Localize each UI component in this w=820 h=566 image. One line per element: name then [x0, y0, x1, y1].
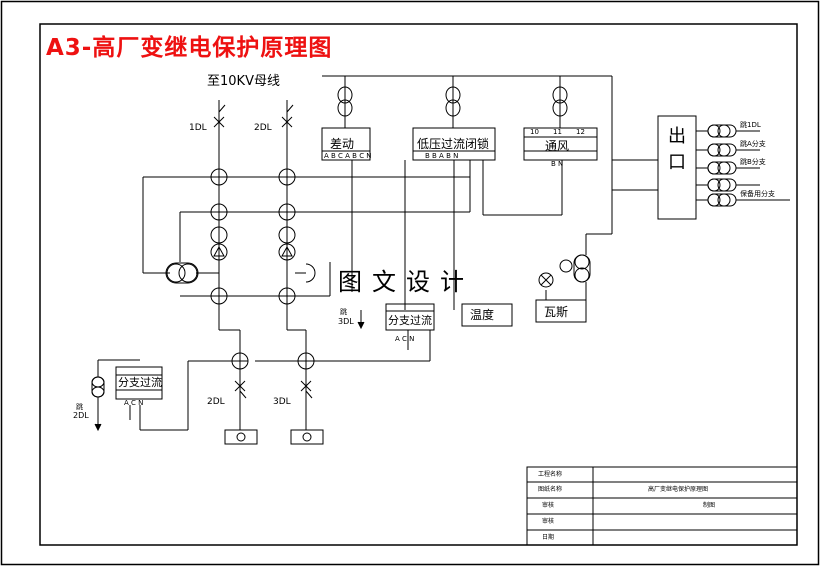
block-diff — [321, 127, 371, 161]
block-branch-left-label: 分支过流 — [118, 376, 162, 389]
gas-relay-symbol — [538, 254, 591, 288]
output-1: 跳1DL — [740, 121, 761, 129]
tb-label-2: 审核 — [542, 502, 555, 509]
ct-lowv — [445, 86, 461, 117]
left-jump-ct — [91, 376, 105, 432]
vent-term-11: 11 — [553, 128, 562, 136]
page-title: A3-高厂变继电保护原理图 — [46, 35, 333, 61]
vent-term-12: 12 — [576, 128, 585, 136]
partial-ct — [295, 263, 316, 283]
ct-diff — [337, 86, 353, 117]
breaker-label-3: 2DL — [207, 397, 225, 407]
block-temp-label: 温度 — [470, 308, 495, 322]
branch-ct-right — [290, 352, 324, 445]
branch-ct-left — [224, 352, 258, 445]
tb-value-2: 制图 — [703, 502, 716, 509]
block-lowv-label: 低压过流闭锁 — [417, 137, 490, 151]
branch-mid-terminals: A C N — [395, 335, 415, 343]
bus-lines — [97, 75, 658, 431]
tb-value-1: 高厂变继电保护原理图 — [648, 486, 709, 493]
tb-label-4: 日期 — [542, 534, 555, 541]
block-branch-left — [115, 366, 163, 400]
mid-jump-arrow — [357, 310, 365, 330]
breaker-2DL-top — [281, 100, 294, 140]
bus-label: 至10KV母线 — [207, 74, 280, 89]
block-vent — [523, 127, 598, 161]
rail-ct-right — [278, 168, 296, 305]
transformer-symbol — [165, 262, 199, 284]
block-outlet-label: 出口 — [665, 126, 686, 178]
block-branch-mid — [385, 303, 435, 331]
tb-label-1: 图纸名称 — [538, 486, 563, 493]
block-lowv — [412, 127, 496, 161]
top-ct-stems — [344, 76, 561, 128]
breaker-label-1: 1DL — [189, 123, 207, 133]
ct-vent — [552, 86, 568, 117]
jump-left-target: 2DL — [73, 411, 89, 420]
block-gas-label: 瓦斯 — [544, 305, 569, 319]
watermark: 图文设计 — [338, 268, 474, 296]
block-temp — [461, 303, 513, 327]
output-2: 跳A分支 — [740, 140, 766, 148]
tb-label-3: 审核 — [542, 518, 555, 525]
tb-label-0: 工程名称 — [538, 471, 563, 478]
diff-terminals: A B C A B C N — [324, 152, 372, 160]
output-5: 保备用分支 — [740, 190, 775, 198]
branch-left-terminals: A C N — [124, 399, 144, 407]
vent-terminals: B N — [551, 160, 564, 168]
lowv-terminals: B B A B N — [425, 152, 459, 160]
jump-mid-target: 3DL — [338, 317, 354, 326]
block-diff-label: 差动 — [330, 137, 355, 151]
rail-ct-left — [210, 168, 228, 305]
output-3: 跳B分支 — [740, 158, 766, 166]
title-block-grid — [526, 466, 798, 546]
breaker-label-2: 2DL — [254, 123, 272, 133]
output-relays — [696, 124, 790, 207]
inner-frame — [39, 23, 798, 546]
block-gas — [535, 299, 587, 323]
block-vent-label: 通风 — [545, 139, 570, 153]
jump-mid-text: 跳 — [340, 308, 347, 316]
jump-left-text: 跳 — [76, 403, 83, 411]
vent-term-10: 10 — [530, 128, 539, 136]
breaker-1DL — [213, 100, 226, 140]
breaker-label-4: 3DL — [273, 397, 291, 407]
block-branch-mid-label: 分支过流 — [388, 314, 432, 327]
